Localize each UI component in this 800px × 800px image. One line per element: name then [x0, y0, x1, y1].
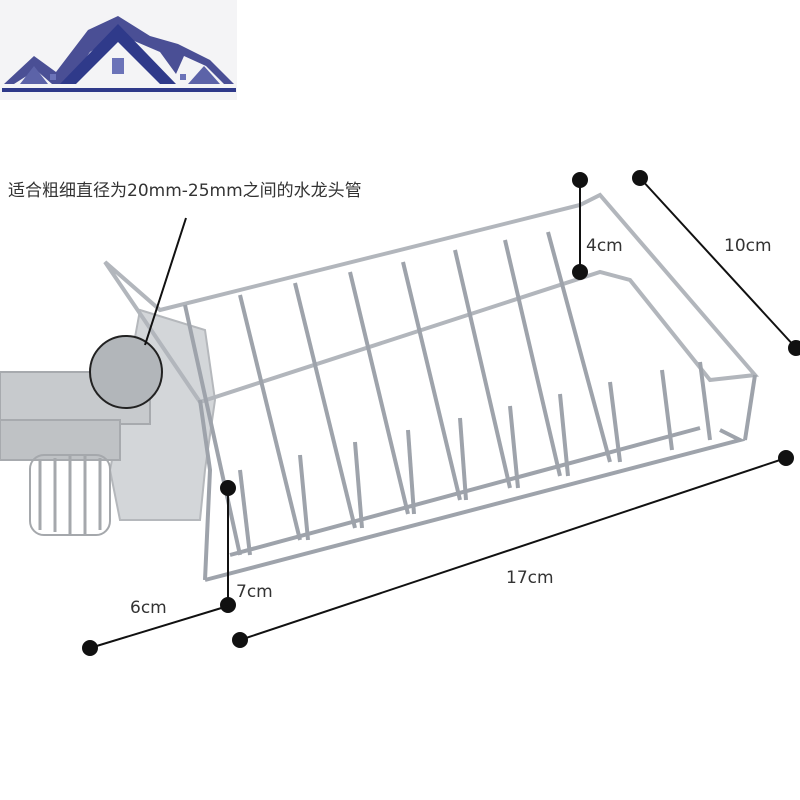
- faucet-clamp: [0, 308, 217, 536]
- wire-basket: [103, 192, 759, 582]
- house-roof-logo-icon: [2, 16, 236, 92]
- dimension-lines: [82, 170, 800, 656]
- store-logo: [0, 0, 237, 100]
- basket-length-label: 17cm: [506, 568, 554, 588]
- clamp-height-label: 7cm: [236, 582, 273, 602]
- basket-width-label: 10cm: [724, 236, 772, 256]
- clamp-width-label: 6cm: [130, 598, 167, 618]
- basket-depth-label: 4cm: [586, 236, 623, 256]
- faucet-diameter-caption: 适合粗细直径为20mm-25mm之间的水龙头管: [8, 181, 362, 201]
